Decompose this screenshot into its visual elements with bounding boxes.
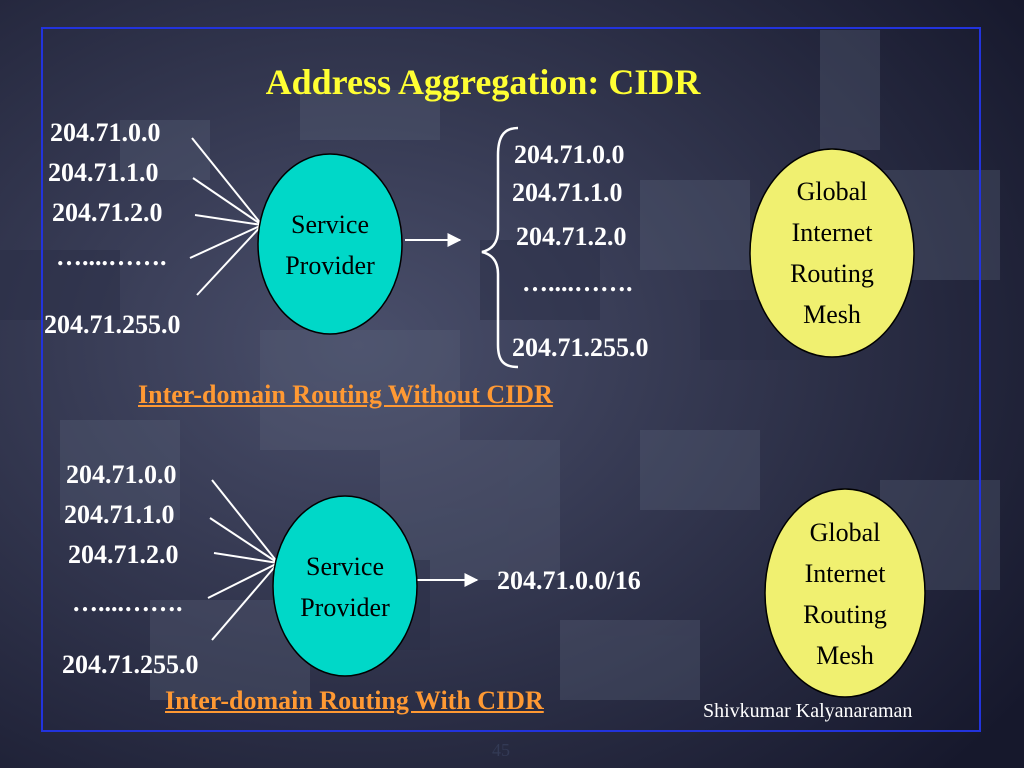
top-global-mesh-label: Global Internet Routing Mesh bbox=[790, 177, 874, 329]
bottom-left-address-ellipsis: …....……. bbox=[72, 588, 183, 617]
top-left-address-last: 204.71.255.0 bbox=[44, 310, 181, 339]
slide-frame bbox=[41, 27, 981, 732]
top-advertised-1: 204.71.0.0 bbox=[514, 140, 625, 169]
top-advertised-last: 204.71.255.0 bbox=[512, 333, 649, 362]
page-number: 45 bbox=[492, 740, 510, 760]
top-advertised-3: 204.71.2.0 bbox=[516, 222, 627, 251]
bottom-advertised-prefix: 204.71.0.0/16 bbox=[497, 566, 641, 595]
top-service-provider-node bbox=[257, 153, 403, 335]
top-left-address-3: 204.71.2.0 bbox=[52, 198, 163, 227]
bottom-global-mesh-label: Global Internet Routing Mesh bbox=[803, 518, 887, 670]
top-advertised-2: 204.71.1.0 bbox=[512, 178, 623, 207]
bottom-caption: Inter-domain Routing With CIDR bbox=[165, 686, 544, 715]
bottom-service-provider-label: Service Provider bbox=[300, 552, 390, 622]
top-left-address-2: 204.71.1.0 bbox=[48, 158, 159, 187]
top-connectors bbox=[189, 137, 263, 296]
bottom-connectors bbox=[207, 479, 279, 641]
top-left-address-ellipsis: …....……. bbox=[56, 242, 167, 271]
bottom-left-address-2: 204.71.1.0 bbox=[64, 500, 175, 529]
top-global-mesh-node bbox=[749, 148, 915, 358]
author-credit: Shivkumar Kalyanaraman bbox=[703, 700, 913, 722]
bottom-global-mesh-node bbox=[764, 488, 926, 698]
bottom-left-address-1: 204.71.0.0 bbox=[66, 460, 177, 489]
top-caption: Inter-domain Routing Without CIDR bbox=[138, 380, 553, 409]
bottom-service-provider-node bbox=[272, 495, 418, 677]
top-advertised-ellipsis: …....……. bbox=[522, 268, 633, 297]
slide-title: Address Aggregation: CIDR bbox=[265, 62, 701, 102]
top-left-address-1: 204.71.0.0 bbox=[50, 118, 161, 147]
top-service-provider-label: Service Provider bbox=[285, 210, 375, 280]
bottom-left-address-last: 204.71.255.0 bbox=[62, 650, 199, 679]
top-brace bbox=[481, 126, 519, 369]
bottom-left-address-3: 204.71.2.0 bbox=[68, 540, 179, 569]
